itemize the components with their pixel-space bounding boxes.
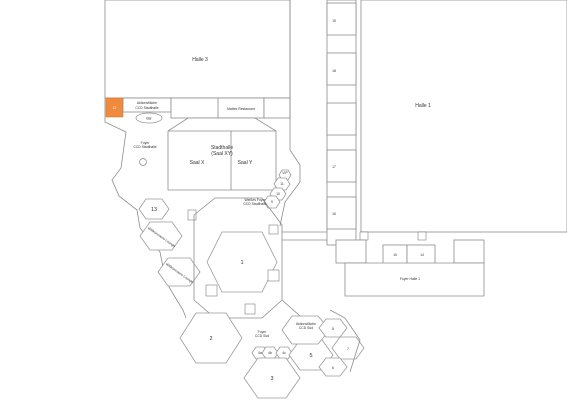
willkommens-lounge-1[interactable]: Willkommens-Lounge (139, 221, 183, 251)
svg-text:CCD Stadthalle: CCD Stadthalle (133, 145, 156, 149)
svg-text:Halle 3: Halle 3 (192, 57, 208, 63)
svg-text:14: 14 (420, 253, 424, 257)
foyer-halle-1[interactable]: Foyer Halle 1 (344, 262, 485, 297)
svg-text:CCD Stadthalle: CCD Stadthalle (135, 106, 158, 110)
svg-text:Aktionsfläche: Aktionsfläche (296, 322, 316, 326)
svg-text:Weißes Foyer: Weißes Foyer (244, 198, 266, 202)
halle-1[interactable]: Halle 1 (360, 0, 567, 233)
svg-text:10: 10 (276, 192, 280, 196)
room-11[interactable]: 11 (273, 177, 291, 191)
svg-text:Halle 1: Halle 1 (415, 103, 431, 109)
svg-text:CCD Süd: CCD Süd (255, 334, 269, 338)
svg-text:2: 2 (209, 336, 212, 342)
svg-text:(Saal XY): (Saal XY) (211, 151, 233, 157)
svg-text:11: 11 (280, 182, 284, 186)
vip-lounge[interactable]: VIP (278, 169, 292, 181)
svg-text:Foyer: Foyer (258, 330, 268, 334)
room-7[interactable]: 7 (331, 336, 365, 360)
svg-text:13: 13 (151, 207, 157, 213)
room-9[interactable]: 9 (263, 195, 281, 209)
svg-text:16: 16 (332, 212, 336, 216)
room-6[interactable]: 6 (318, 357, 348, 377)
halle-3[interactable]: Halle 3 (104, 0, 291, 99)
room-1[interactable]: 1 (206, 231, 278, 293)
stairs-icon (187, 209, 197, 221)
stairs-icon (268, 224, 279, 235)
weisses-foyer[interactable]: Weißes Foyer CCD Stadthalle (243, 198, 266, 206)
svg-text:4c: 4c (282, 351, 286, 355)
room-16[interactable]: 16 (326, 196, 357, 230)
svg-text:9: 9 (271, 200, 273, 204)
mattes-restaurant[interactable]: Mattes Restaurant (170, 97, 265, 119)
room-4c[interactable]: 4c (275, 346, 293, 360)
escalator-icon (267, 269, 280, 282)
svg-text:5: 5 (309, 353, 312, 359)
svg-text:19: 19 (332, 19, 336, 23)
room-2[interactable]: 2 (179, 312, 243, 364)
stadthalle-saal-xy[interactable]: Stadthalle (Saal XY) Saal X Saal Y (167, 117, 277, 191)
svg-text:15: 15 (393, 253, 397, 257)
svg-text:8: 8 (332, 327, 334, 331)
svg-text:Saal Y: Saal Y (238, 160, 253, 166)
room-19[interactable]: 19 (326, 2, 357, 36)
corridor-room (326, 102, 357, 136)
svg-text:Stadthalle: Stadthalle (211, 145, 233, 151)
svg-text:4a: 4a (258, 351, 262, 355)
svg-text:Aktionsfläche: Aktionsfläche (137, 101, 157, 105)
willkommens-lounge-2[interactable]: Willkommens-Lounge (157, 257, 201, 287)
elevator-icon (139, 158, 147, 166)
room-13[interactable]: 13 (138, 198, 170, 220)
svg-text:CCD Stadthalle: CCD Stadthalle (243, 202, 266, 206)
stairs-icon (417, 231, 427, 241)
svg-text:4b: 4b (268, 351, 272, 355)
svg-text:17: 17 (332, 165, 336, 169)
svg-text:Saal X: Saal X (190, 160, 205, 166)
foyer-ccd-stadthalle[interactable]: Foyer CCD Stadthalle (133, 141, 157, 166)
aktionsflaeche-ccd-sued[interactable]: Aktionsfläche CCD Süd (281, 315, 331, 345)
svg-text:6: 6 (332, 366, 334, 370)
stairs-icon (244, 303, 256, 315)
svg-text:VIP: VIP (282, 171, 288, 175)
svg-text:Foyer Halle 1: Foyer Halle 1 (400, 277, 420, 281)
svg-text:1: 1 (240, 260, 243, 266)
svg-text:Foyer: Foyer (141, 141, 151, 145)
escalator-icon (205, 284, 218, 297)
svg-text:7: 7 (347, 347, 349, 351)
svg-text:Bar: Bar (146, 117, 152, 121)
room-17[interactable]: 17 (326, 149, 357, 183)
stairs-icon (359, 231, 369, 241)
svg-text:3: 3 (270, 376, 273, 382)
svg-text:CCD Süd: CCD Süd (299, 326, 313, 330)
svg-text:18: 18 (332, 69, 336, 73)
aktionsflaeche-stadthalle[interactable]: Aktionsfläche CCD Stadthalle (122, 97, 172, 113)
bar[interactable]: Bar (135, 112, 163, 124)
room-12-label: 12 (113, 106, 117, 110)
room-18[interactable]: 18 (326, 52, 357, 86)
room-3[interactable]: 3 (243, 357, 301, 399)
svg-text:Mattes Restaurant: Mattes Restaurant (227, 107, 255, 111)
foyer-ccd-sued[interactable]: Foyer CCD Süd (255, 330, 269, 338)
